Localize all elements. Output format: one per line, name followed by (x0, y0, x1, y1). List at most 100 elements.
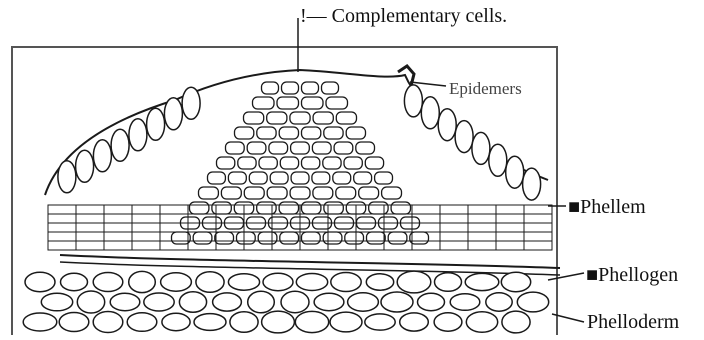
complementary-cell (280, 157, 298, 169)
phelloderm-cell (262, 311, 295, 333)
phellem-cell (48, 214, 76, 223)
complementary-cell (217, 157, 235, 169)
phelloderm-cells-group (23, 271, 549, 333)
phellem-cells-group (48, 205, 552, 250)
complementary-cell (279, 202, 298, 214)
phelloderm-cell (59, 313, 89, 332)
epidermis-cell (93, 140, 111, 172)
phellogen-line (60, 255, 560, 268)
phelloderm-cell (179, 292, 206, 313)
phelloderm-cell (517, 292, 548, 312)
phelloderm-cell (348, 293, 379, 311)
epidermis-cell (164, 98, 182, 130)
epidermis-cell (76, 150, 94, 182)
epidermis-cell (421, 97, 439, 129)
complementary-cell (336, 187, 356, 199)
phelloderm-cell (418, 293, 445, 310)
complementary-cell (267, 112, 287, 124)
complementary-cell (369, 202, 388, 214)
phellem-cell (440, 232, 468, 241)
phelloderm-cell (450, 294, 480, 311)
complementary-cell (291, 142, 310, 154)
phellem-cell (412, 205, 440, 214)
complementary-cell (313, 112, 333, 124)
complementary-cell (323, 232, 342, 244)
phellem-cell (132, 223, 160, 232)
phelloderm-cell (77, 291, 104, 313)
phelloderm-cell (23, 313, 57, 331)
phelloderm-cell (295, 311, 328, 332)
phelloderm-cell (144, 293, 174, 311)
complementary-cell (244, 112, 264, 124)
epidermis-cell (182, 87, 200, 119)
complementary-cell (270, 172, 288, 184)
phelloderm-cell (400, 313, 429, 331)
phellogen-band (60, 255, 560, 275)
phellem-cell (132, 205, 160, 214)
complementary-cell (259, 157, 277, 169)
complementary-cell (345, 232, 364, 244)
complementary-cell (253, 97, 275, 109)
phellem-cell (76, 232, 104, 241)
phelloderm-cell (41, 293, 72, 311)
phellem-cell (524, 232, 552, 241)
phellem-cell (160, 205, 188, 214)
complementary-cell (249, 172, 267, 184)
phelloderm-cell (366, 274, 393, 290)
complementary-cell (334, 142, 353, 154)
phellem-cell (496, 214, 524, 223)
phelloderm-cell (435, 273, 462, 292)
complementary-cell (359, 187, 379, 199)
phelloderm-cell (161, 273, 192, 291)
phellem-cell (104, 241, 132, 250)
complementary-cell (322, 82, 339, 94)
phellem-cell (524, 223, 552, 232)
phellem-cell (496, 205, 524, 214)
epidermis-cell (147, 108, 165, 140)
complementary-cell (172, 232, 191, 244)
complementary-cell (226, 142, 245, 154)
complementary-cell (291, 172, 309, 184)
phellem-cell (76, 241, 104, 250)
complementary-cell (282, 82, 299, 94)
phelloderm-cell (196, 272, 224, 293)
complementary-cell (312, 142, 331, 154)
phelloderm-cell (162, 313, 190, 330)
phellem-cell (132, 214, 160, 223)
phellem-cell (468, 232, 496, 241)
phellem-cell (440, 205, 468, 214)
phellem-cell (524, 241, 552, 250)
epidermis-cell (438, 109, 456, 141)
phellem-cell (440, 223, 468, 232)
complementary-cell (290, 187, 310, 199)
complementary-cell (367, 232, 386, 244)
complementary-cell (354, 172, 372, 184)
complementary-cell (262, 82, 279, 94)
phelloderm-cell (296, 274, 327, 291)
complementary-cell (302, 232, 321, 244)
phelloderm-cell (25, 272, 55, 291)
phellem-cell (524, 205, 552, 214)
complementary-cell (302, 127, 321, 139)
complementary-cell (323, 157, 341, 169)
complementary-cell (237, 232, 256, 244)
phellem-cell (104, 205, 132, 214)
phelloderm-cell (466, 312, 497, 332)
epidermis-cell (129, 119, 147, 151)
label-epidermis: Epidemers (449, 80, 522, 97)
phellem-cell (48, 241, 76, 250)
phelloderm-cell (330, 312, 362, 332)
complementary-cell (324, 127, 343, 139)
phelloderm-cell (263, 273, 293, 290)
phelloderm-cell (230, 312, 258, 333)
phelloderm-cell (465, 273, 499, 290)
phelloderm-cell (314, 293, 344, 310)
phellem-cell (468, 205, 496, 214)
phellem-cell (48, 205, 76, 214)
complementary-cell (221, 187, 241, 199)
complementary-cell (382, 187, 402, 199)
phellem-cell (48, 223, 76, 232)
complementary-cell (410, 232, 429, 244)
phelloderm-cell (331, 273, 361, 292)
